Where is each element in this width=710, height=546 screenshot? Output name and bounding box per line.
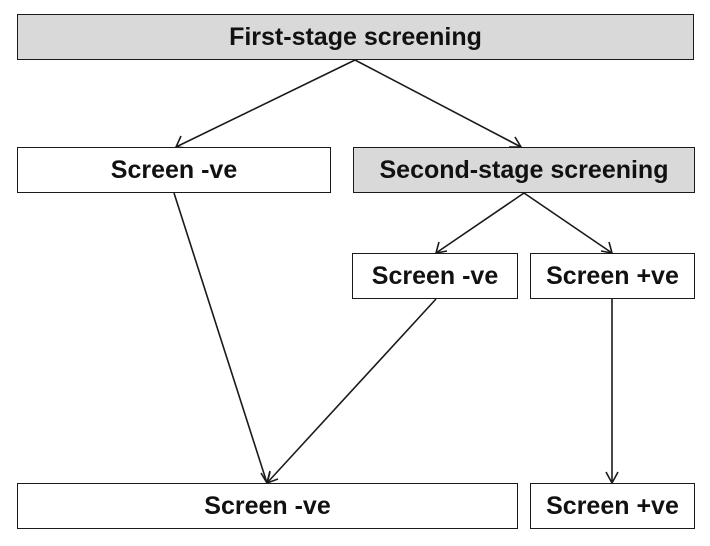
first-stage-screening-label: First-stage screening xyxy=(229,22,482,51)
screen-positive-box-second-stage: Screen +ve xyxy=(530,253,695,299)
screen-negative-box-first-stage: Screen -ve xyxy=(17,147,331,193)
final-screen-positive-box: Screen +ve xyxy=(530,483,695,529)
first-stage-screening-box: First-stage screening xyxy=(17,14,694,60)
second-stage-screening-label: Second-stage screening xyxy=(379,155,669,184)
arrow-second-stage-to-screen-neg xyxy=(434,192,525,255)
arrow-second-neg-to-final-neg xyxy=(265,298,437,485)
final-screen-positive-label: Screen +ve xyxy=(546,491,679,520)
second-stage-screening-box: Second-stage screening xyxy=(353,147,695,193)
screen-negative-label-second-stage: Screen -ve xyxy=(371,261,499,290)
screen-negative-label-first-stage: Screen -ve xyxy=(110,155,238,184)
arrow-second-pos-to-final-pos xyxy=(605,299,619,485)
final-screen-negative-box: Screen -ve xyxy=(17,483,518,529)
screen-positive-label-second-stage: Screen +ve xyxy=(546,261,679,290)
arrow-first-stage-to-second-stage xyxy=(354,59,523,148)
arrow-second-stage-to-screen-pos xyxy=(523,192,614,255)
final-screen-negative-label: Screen -ve xyxy=(204,491,331,520)
arrow-screen-neg-to-final-neg xyxy=(173,192,271,486)
screen-negative-box-second-stage: Screen -ve xyxy=(352,253,518,299)
arrow-first-stage-to-screen-neg xyxy=(174,59,356,149)
